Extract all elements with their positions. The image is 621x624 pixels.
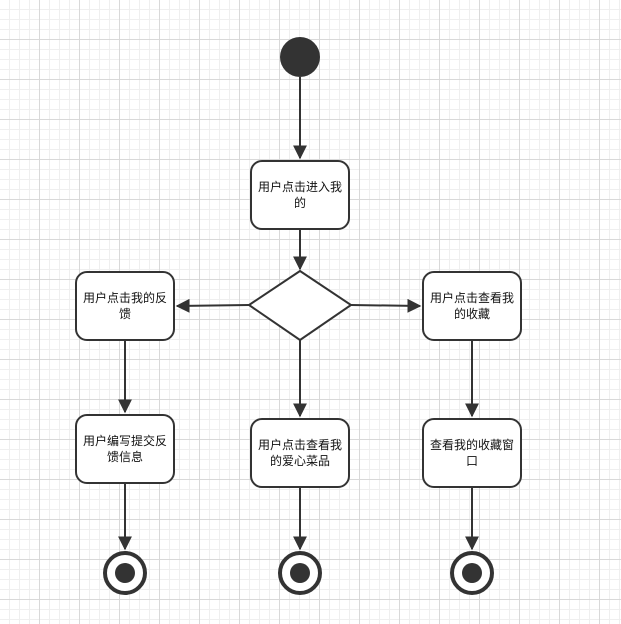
- node-view-favorites: 用户点击查看我的收藏: [422, 271, 522, 341]
- node-click-feedback: 用户点击我的反馈: [75, 271, 175, 341]
- node-enter-mine-label: 用户点击进入我的: [258, 180, 343, 210]
- node-write-feedback-label: 用户编写提交反馈信息: [83, 434, 168, 464]
- end-node-left: [103, 551, 147, 595]
- node-enter-mine: 用户点击进入我的: [250, 160, 350, 230]
- edge-decision-to-favorites: [350, 298, 422, 313]
- decision-node: [247, 269, 353, 342]
- start-node: [280, 37, 320, 77]
- node-view-loved-dishes-label: 用户点击查看我的爱心菜品: [258, 438, 343, 468]
- end-node-center: [278, 551, 322, 595]
- node-write-feedback: 用户编写提交反馈信息: [75, 414, 175, 484]
- end-node-right: [450, 551, 494, 595]
- node-view-loved-dishes: 用户点击查看我的爱心菜品: [250, 418, 350, 488]
- node-view-favorites-label: 用户点击查看我的收藏: [430, 291, 515, 321]
- edge-decision-to-feedback: [175, 298, 250, 313]
- node-favorites-window-label: 查看我的收藏窗口: [430, 438, 515, 468]
- node-click-feedback-label: 用户点击我的反馈: [83, 291, 168, 321]
- node-favorites-window: 查看我的收藏窗口: [422, 418, 522, 488]
